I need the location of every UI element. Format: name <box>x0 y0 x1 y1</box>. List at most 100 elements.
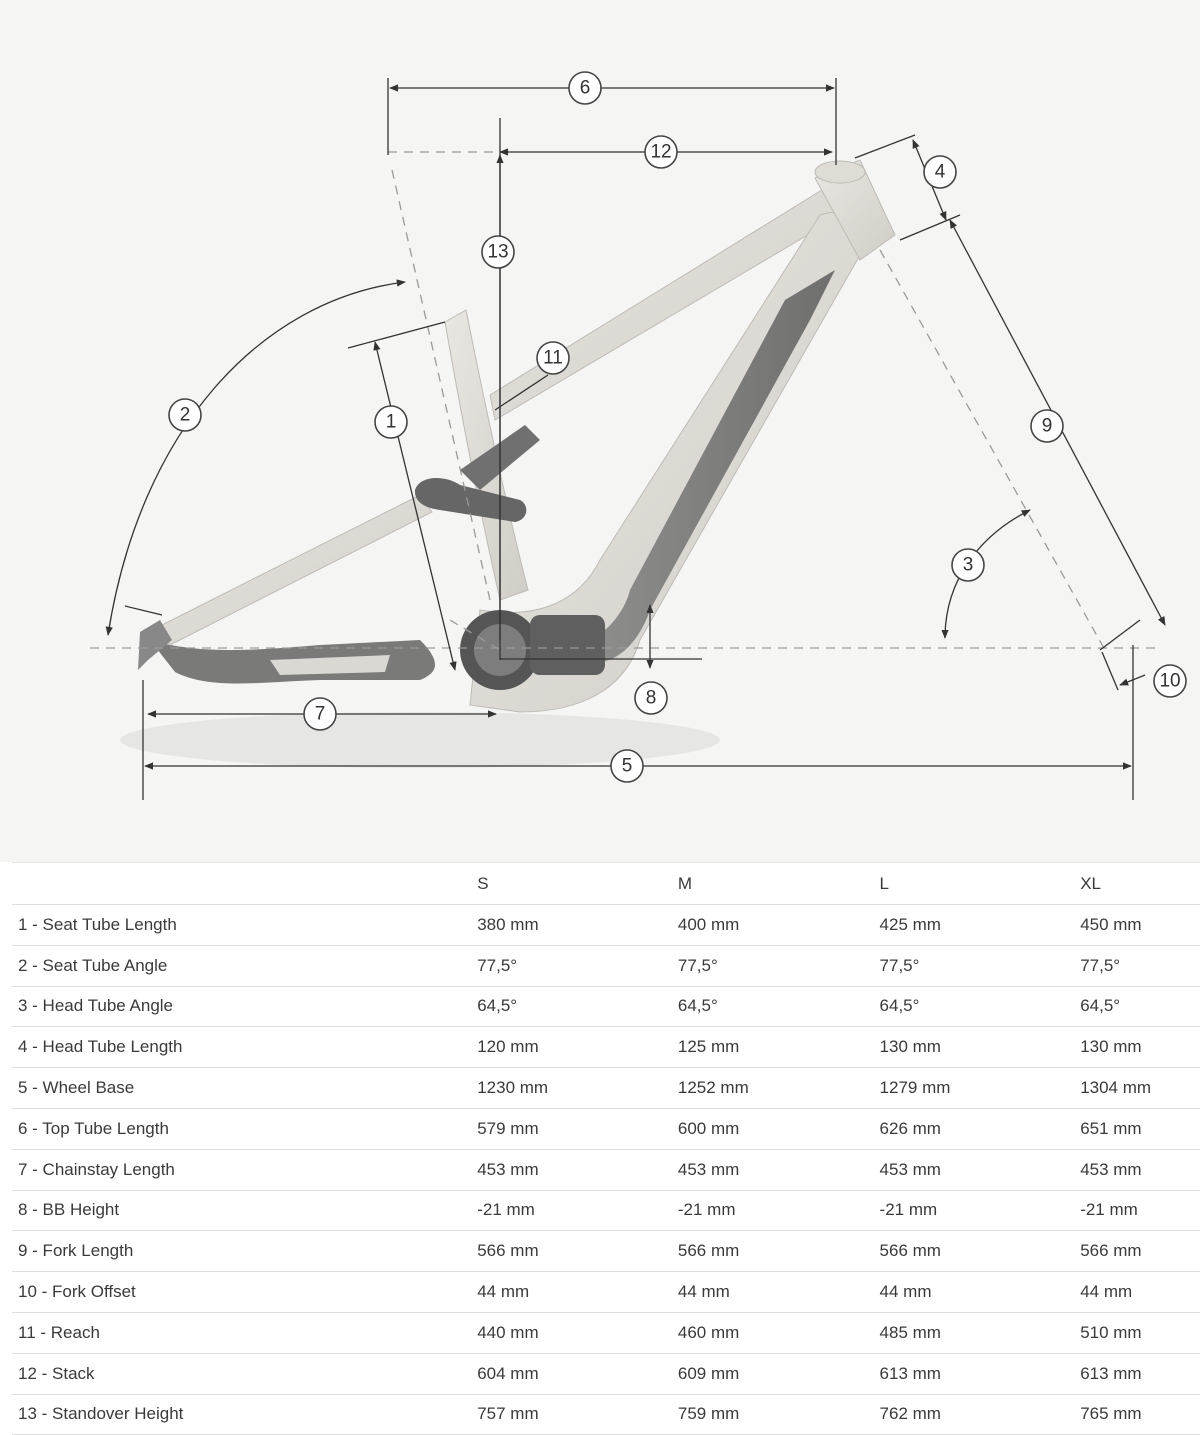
label-7-text: 7 <box>315 704 326 725</box>
table-row: 3 - Head Tube Angle 64,5° 64,5° 64,5° 64… <box>12 987 1200 1028</box>
cell-m: 125 mm <box>677 1037 740 1057</box>
cell-l: 485 mm <box>879 1322 941 1342</box>
ground-shadow <box>120 712 720 768</box>
cell-xl: 44 mm <box>1080 1282 1133 1302</box>
row-label: 3 - Head Tube Angle <box>18 996 174 1016</box>
row-label: 1 - Seat Tube Length <box>18 914 177 934</box>
cell-m: 77,5° <box>677 955 718 975</box>
cell-xl: 765 mm <box>1080 1404 1142 1424</box>
cell-s: -21 mm <box>477 1200 535 1220</box>
cell-s: 566 mm <box>477 1241 539 1261</box>
row-label: 12 - Stack <box>18 1363 95 1383</box>
cell-m: 460 mm <box>677 1322 740 1342</box>
label-2-text: 2 <box>180 405 191 426</box>
geometry-diagram: 6 12 4 13 11 2 1 9 <box>0 0 1200 862</box>
table-row: 6 - Top Tube Length 579 mm 600 mm 626 mm… <box>12 1109 1200 1150</box>
label-1-text: 1 <box>386 412 397 433</box>
label-12: 12 <box>644 135 678 169</box>
row-label: 5 - Wheel Base <box>18 1078 135 1098</box>
header-cell-xl: XL <box>1080 873 1101 893</box>
cell-s: 1230 mm <box>477 1078 549 1098</box>
row-label: 4 - Head Tube Length <box>18 1037 183 1057</box>
cell-m: -21 mm <box>677 1200 736 1220</box>
table-row: 11 - Reach 440 mm 460 mm 485 mm 510 mm <box>12 1313 1200 1354</box>
cell-xl: 566 mm <box>1080 1241 1142 1261</box>
cell-m: 566 mm <box>677 1241 740 1261</box>
cell-s: 64,5° <box>477 996 518 1016</box>
row-label: 8 - BB Height <box>18 1200 120 1220</box>
label-8-text: 8 <box>646 688 657 709</box>
label-3-text: 3 <box>963 555 974 576</box>
cell-l: 762 mm <box>879 1404 941 1424</box>
cell-s: 579 mm <box>477 1118 539 1138</box>
cell-m: 453 mm <box>677 1159 740 1179</box>
cell-xl: 651 mm <box>1080 1118 1142 1138</box>
geometry-table: S M L XL 1 - Seat Tube Length 380 mm 400… <box>12 862 1200 1435</box>
cell-m: 759 mm <box>677 1404 740 1424</box>
header-cell-s: S <box>477 873 489 893</box>
table-row: 2 - Seat Tube Angle 77,5° 77,5° 77,5° 77… <box>12 946 1200 987</box>
cell-l: 1279 mm <box>879 1078 951 1098</box>
cell-l: 77,5° <box>879 955 920 975</box>
table-header-row: S M L XL <box>12 862 1200 905</box>
cell-s: 757 mm <box>477 1404 539 1424</box>
label-9-text: 9 <box>1042 416 1053 437</box>
battery <box>590 270 835 662</box>
label-4-text: 4 <box>935 162 946 183</box>
cell-s: 380 mm <box>477 914 539 934</box>
label-5: 5 <box>610 749 644 783</box>
label-6-text: 6 <box>580 78 591 99</box>
cell-l: 626 mm <box>879 1118 941 1138</box>
row-label: 9 - Fork Length <box>18 1241 134 1261</box>
cell-s: 77,5° <box>477 955 518 975</box>
cell-xl: 510 mm <box>1080 1322 1142 1342</box>
cell-s: 44 mm <box>477 1282 530 1302</box>
table-row: 7 - Chainstay Length 453 mm 453 mm 453 m… <box>12 1150 1200 1191</box>
row-label: 7 - Chainstay Length <box>18 1159 175 1179</box>
cell-s: 604 mm <box>477 1363 539 1383</box>
cell-m: 609 mm <box>677 1363 740 1383</box>
table-row: 1 - Seat Tube Length 380 mm 400 mm 425 m… <box>12 905 1200 946</box>
cell-l: 130 mm <box>879 1037 941 1057</box>
label-12-text: 12 <box>650 142 671 163</box>
label-10: 10 <box>1153 664 1187 698</box>
label-11: 11 <box>536 341 570 375</box>
cell-l: 453 mm <box>879 1159 941 1179</box>
cell-s: 440 mm <box>477 1322 539 1342</box>
frame-diagram-svg: 6 12 4 13 11 2 1 9 <box>90 71 1187 800</box>
row-label: 10 - Fork Offset <box>18 1282 136 1302</box>
cell-xl: 1304 mm <box>1080 1078 1152 1098</box>
table-row: 10 - Fork Offset 44 mm 44 mm 44 mm 44 mm <box>12 1272 1200 1313</box>
table-row: 12 - Stack 604 mm 609 mm 613 mm 613 mm <box>12 1354 1200 1395</box>
seat-stay <box>151 494 433 646</box>
header-cell-m: M <box>677 873 693 893</box>
cell-m: 600 mm <box>677 1118 740 1138</box>
motor-block <box>530 615 605 675</box>
cell-m: 400 mm <box>677 914 740 934</box>
label-9: 9 <box>1030 409 1064 443</box>
table-row: 5 - Wheel Base 1230 mm 1252 mm 1279 mm 1… <box>12 1068 1200 1109</box>
label-13: 13 <box>481 235 515 269</box>
chainstay-highlight <box>270 655 390 675</box>
cell-m: 1252 mm <box>677 1078 749 1098</box>
head-tube-top <box>814 160 866 184</box>
label-3: 3 <box>951 548 985 582</box>
cell-xl: 450 mm <box>1080 914 1142 934</box>
label-4: 4 <box>923 155 957 189</box>
cell-xl: 130 mm <box>1080 1037 1142 1057</box>
row-label: 11 - Reach <box>18 1322 100 1342</box>
header-cell-l: L <box>879 873 889 893</box>
cell-l: 613 mm <box>879 1363 941 1383</box>
label-8: 8 <box>634 681 668 715</box>
row-label: 6 - Top Tube Length <box>18 1118 169 1138</box>
cell-l: 566 mm <box>879 1241 941 1261</box>
label-11-text: 11 <box>543 348 563 369</box>
cell-l: 64,5° <box>879 996 920 1016</box>
label-10-text: 10 <box>1159 671 1180 692</box>
table-row: 8 - BB Height -21 mm -21 mm -21 mm -21 m… <box>12 1191 1200 1232</box>
row-label: 2 - Seat Tube Angle <box>18 955 168 975</box>
cell-xl: -21 mm <box>1080 1200 1138 1220</box>
cell-l: -21 mm <box>879 1200 938 1220</box>
label-5-text: 5 <box>622 756 633 777</box>
cell-s: 453 mm <box>477 1159 539 1179</box>
